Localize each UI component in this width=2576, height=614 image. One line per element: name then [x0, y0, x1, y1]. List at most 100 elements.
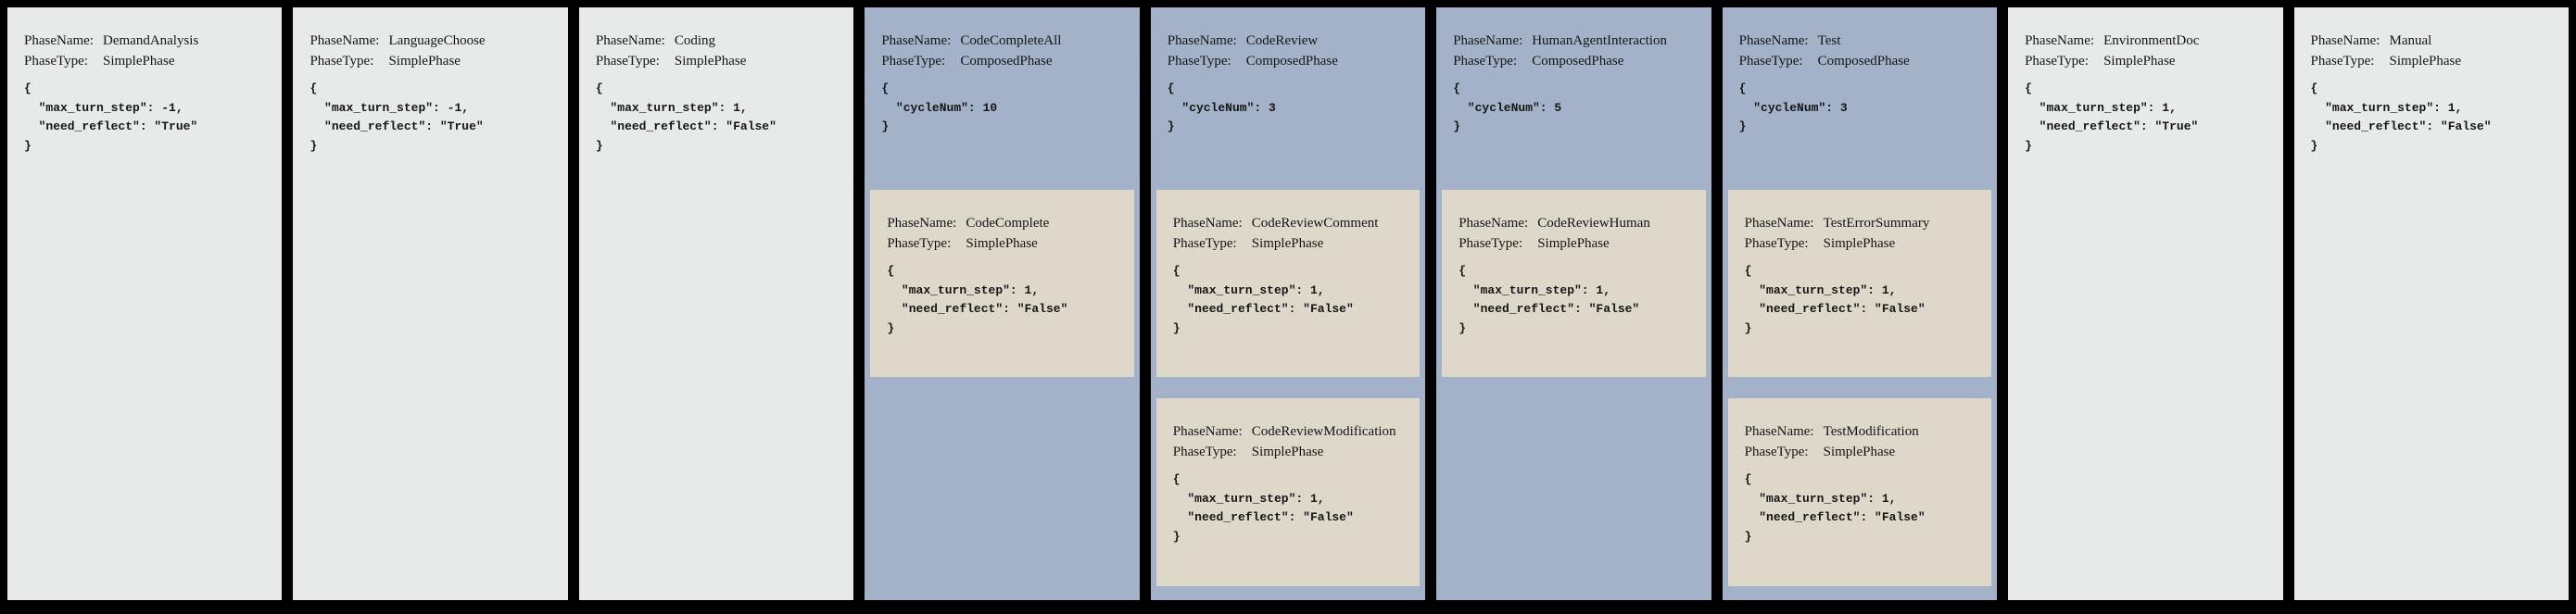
config-line: "max_turn_step": 1,	[1744, 282, 1897, 297]
phase-type-label: PhaseType:	[1744, 236, 1809, 251]
phase-name-label: PhaseName:	[2025, 33, 2095, 48]
phase-name-value: CodeReviewModification	[1251, 424, 1396, 439]
phase-name-value: LanguageChoose	[388, 33, 486, 48]
phase-config-json: { "cycleNum": 5}	[1453, 80, 1701, 137]
phase-type-label: PhaseType:	[309, 54, 374, 69]
phase-type-row: PhaseType:ComposedPhase	[1453, 51, 1701, 71]
config-line: {	[1744, 264, 1752, 278]
phase-type-label: PhaseType:	[2310, 54, 2375, 69]
phase-config-json: { "max_turn_step": 1, "need_reflect": "F…	[2311, 80, 2559, 156]
phase-name-label: PhaseName:	[1167, 33, 1237, 48]
config-line: "need_reflect": "False"	[1744, 510, 1926, 524]
phase-type-label: PhaseType:	[1167, 54, 1231, 69]
phase-type-label: PhaseType:	[1172, 236, 1237, 251]
phase-type-value: SimplePhase	[1251, 445, 1324, 459]
config-line: {	[1458, 264, 1466, 278]
phase-name-row: PhaseName:TestErrorSummary	[1745, 213, 1982, 233]
phase-config-json: { "max_turn_step": 1, "need_reflect": "F…	[1173, 262, 1410, 338]
phase-config-json: { "cycleNum": 3}	[1168, 80, 1416, 137]
config-line: "cycleNum": 3	[1738, 100, 1848, 115]
phase-type-value: ComposedPhase	[1245, 54, 1338, 69]
phase-name-row: PhaseName:CodeReviewHuman	[1458, 213, 1696, 233]
phase-name-label: PhaseName:	[309, 33, 380, 48]
phase-type-value: SimplePhase	[966, 236, 1038, 251]
phase-type-label: PhaseType:	[1744, 445, 1809, 459]
config-line: }	[24, 138, 32, 153]
phase-name-row: PhaseName:Test	[1739, 31, 1988, 51]
phase-config-json: { "max_turn_step": -1, "need_reflect": "…	[24, 80, 272, 156]
phase-name-value: Coding	[674, 33, 716, 48]
config-line: }	[887, 320, 895, 335]
phase-config-json: { "cycleNum": 3}	[1739, 80, 1988, 137]
config-line: "cycleNum": 3	[1167, 100, 1276, 115]
phase-name-label: PhaseName:	[881, 33, 952, 48]
config-line: "need_reflect": "True"	[24, 119, 198, 133]
phase-name-row: PhaseName:CodeComplete	[887, 213, 1124, 233]
phase-type-label: PhaseType:	[1453, 54, 1518, 69]
config-line: }	[881, 119, 890, 133]
phase-type-label: PhaseType:	[1738, 54, 1803, 69]
phase-name-row: PhaseName:CodeReview	[1168, 31, 1416, 51]
phase-type-value: SimplePhase	[1251, 236, 1324, 251]
config-line: "need_reflect": "False"	[1172, 510, 1354, 524]
phase-name-label: PhaseName:	[887, 216, 957, 231]
phase-type-row: PhaseType:SimplePhase	[887, 233, 1124, 254]
phase-type-label: PhaseType:	[1458, 236, 1523, 251]
phase-type-row: PhaseType: SimplePhase	[2311, 51, 2559, 71]
config-line: "max_turn_step": -1,	[309, 100, 470, 115]
phase-config-json: { "max_turn_step": 1, "need_reflect": "F…	[887, 262, 1124, 338]
phase-type-label: PhaseType:	[881, 54, 946, 69]
phase-config-json: { "max_turn_step": 1, "need_reflect": "F…	[1173, 470, 1410, 546]
phase-name-row: PhaseName:Coding	[596, 31, 844, 51]
phase-type-value: SimplePhase	[103, 54, 175, 69]
config-line: }	[1744, 529, 1752, 544]
config-line: {	[1453, 81, 1460, 95]
phase-type-value: SimplePhase	[674, 54, 747, 69]
config-line: "max_turn_step": 1,	[1458, 282, 1611, 297]
phase-type-row: PhaseType: SimplePhase	[309, 51, 558, 71]
phase-type-value: SimplePhase	[2389, 54, 2462, 69]
phase-name-row: PhaseName:CodeReviewModification	[1173, 421, 1410, 442]
config-line: "need_reflect": "False"	[1172, 302, 1354, 316]
phase-config-json: { "max_turn_step": 1, "need_reflect": "T…	[2025, 80, 2273, 156]
config-line: }	[1744, 320, 1752, 335]
phase-name-label: PhaseName:	[1458, 216, 1529, 231]
phase-name-row: PhaseName:CodeReviewComment	[1173, 213, 1410, 233]
phase-name-row: PhaseName:CodeCompleteAll	[881, 31, 1130, 51]
phase-name-label: PhaseName:	[1744, 216, 1814, 231]
phase-type-value: SimplePhase	[2103, 54, 2176, 69]
phase-type-label: PhaseType:	[24, 54, 88, 69]
phase-name-value: Test	[1817, 33, 1841, 48]
phase-type-row: PhaseType:SimplePhase	[1745, 233, 1982, 254]
config-line: "need_reflect": "True"	[309, 119, 484, 133]
phase-config-json: { "cycleNum": 10}	[881, 80, 1130, 137]
config-line: {	[887, 264, 895, 278]
config-line: {	[881, 81, 890, 95]
config-line: "cycleNum": 10	[881, 100, 998, 115]
phase-name-value: HumanAgentInteraction	[1532, 33, 1667, 48]
phase-type-value: SimplePhase	[1537, 236, 1610, 251]
config-line: {	[595, 81, 603, 95]
phase-type-row: PhaseType:SimplePhase	[1745, 442, 1982, 462]
phase-name-row: PhaseName:Manual	[2311, 31, 2559, 51]
phase-name-value: DemandAnalysis	[103, 33, 199, 48]
config-line: "max_turn_step": 1,	[2025, 100, 2177, 115]
phase-name-row: PhaseName:EnvironmentDoc	[2025, 31, 2273, 51]
phase-type-value: SimplePhase	[388, 54, 461, 69]
